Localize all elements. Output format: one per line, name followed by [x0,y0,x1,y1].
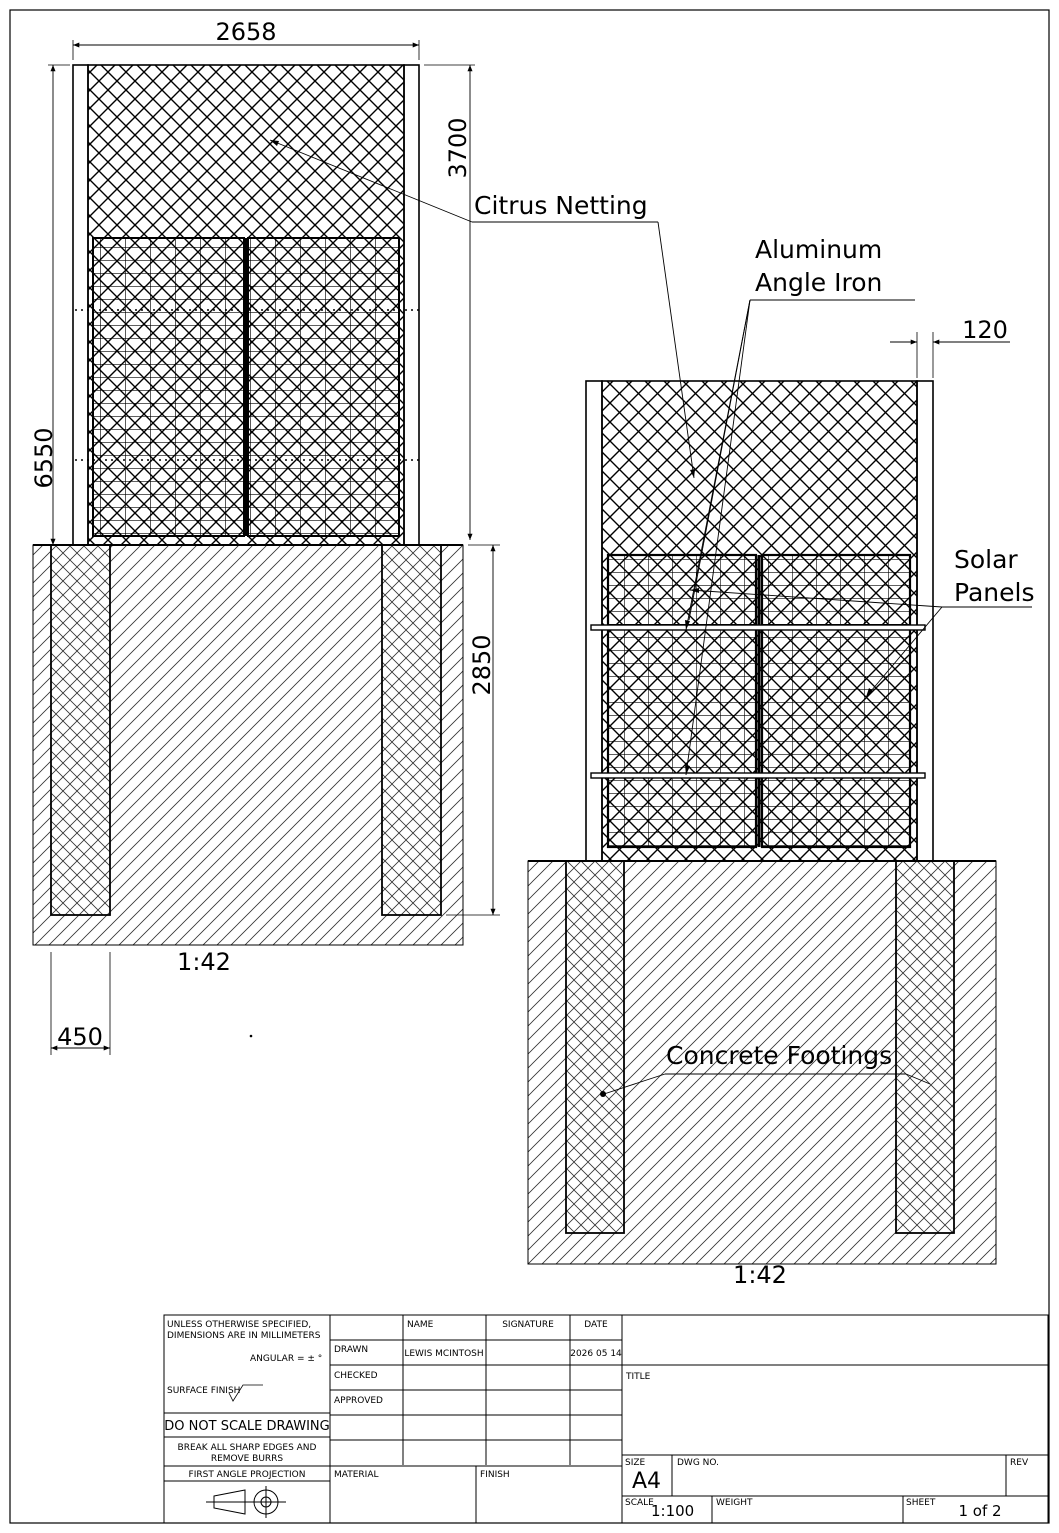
right-footing-left [565,860,625,1234]
tb-notes-2: DIMENSIONS ARE IN MILLIMETERS [167,1331,321,1341]
right-footing-right [895,860,955,1234]
tb-rev: REV [1010,1458,1029,1468]
tb-size-label: SIZE [625,1458,646,1468]
label-citrus-netting: Citrus Netting [474,191,648,220]
tb-angular: ANGULAR = ± ° [250,1354,322,1364]
tb-break-edges-2: REMOVE BURRS [211,1454,284,1464]
tb-break-edges-1: BREAK ALL SHARP EDGES AND [178,1443,317,1453]
tb-size-value: A4 [632,1469,661,1494]
angle-iron-rail-upper [590,624,926,631]
tb-dwg-no: DWG NO. [677,1458,719,1468]
dimension-6550: 6550 [30,427,58,488]
dimension-120: 120 [962,316,1008,344]
first-angle-projection-icon [206,1486,286,1518]
tb-sheet-label: SHEET [906,1498,936,1508]
tb-drawn-date: 2026 05 14 [570,1349,622,1359]
surface-finish-symbol-icon [228,1384,263,1402]
left-post-right [403,64,420,546]
right-solar-panel-1 [606,553,758,849]
tb-row-drawn: DRAWN [334,1345,368,1355]
tb-col-signature: SIGNATURE [502,1320,554,1330]
left-view: 2658 6550 3700 2850 450 1:42 [30,18,500,1055]
dimension-450: 450 [57,1023,103,1051]
left-solar-panel-1 [92,237,245,537]
right-post-left [585,380,603,862]
right-view: 120 1:42 [527,316,1010,1289]
right-solar-panel-2 [760,553,912,849]
annotation-leaders [269,139,1032,1095]
tb-col-name: NAME [407,1320,434,1330]
dimension-3700: 3700 [444,117,472,178]
left-footing-right [381,544,442,916]
dimension-2658: 2658 [215,18,276,46]
label-solar: Solar [954,545,1018,574]
title-block: UNLESS OTHERWISE SPECIFIED, DIMENSIONS A… [163,1314,1049,1524]
left-view-scale: 1:42 [177,948,231,976]
label-aluminum: Aluminum [755,235,882,264]
tb-row-approved: APPROVED [334,1396,383,1406]
dimension-2850: 2850 [468,634,496,695]
tb-drawn-name: LEWIS MCINTOSH [404,1349,483,1359]
tb-row-checked: CHECKED [334,1371,378,1381]
tb-scale-label: SCALE [625,1498,654,1508]
tb-material: MATERIAL [334,1470,379,1480]
label-angle-iron: Angle Iron [755,268,882,297]
tb-surface-finish: SURFACE FINISH [167,1386,240,1396]
tb-scale-value: 1:100 [651,1502,694,1520]
left-post-left [72,64,89,546]
left-footing-left [50,544,111,916]
tb-title: TITLE [625,1372,651,1382]
right-view-scale: 1:42 [733,1261,787,1289]
tb-col-date: DATE [584,1320,608,1330]
tb-do-not-scale: DO NOT SCALE DRAWING [164,1419,329,1434]
angle-iron-rail-lower [590,772,926,779]
tb-weight: WEIGHT [716,1498,753,1508]
label-panels: Panels [954,578,1034,607]
tb-notes-1: UNLESS OTHERWISE SPECIFIED, [167,1320,311,1330]
tb-finish: FINISH [480,1470,510,1480]
tb-projection: FIRST ANGLE PROJECTION [189,1470,306,1480]
left-solar-panel-2 [247,237,400,537]
label-concrete-footings: Concrete Footings [666,1041,892,1070]
tb-sheet-value: 1 of 2 [958,1502,1001,1520]
